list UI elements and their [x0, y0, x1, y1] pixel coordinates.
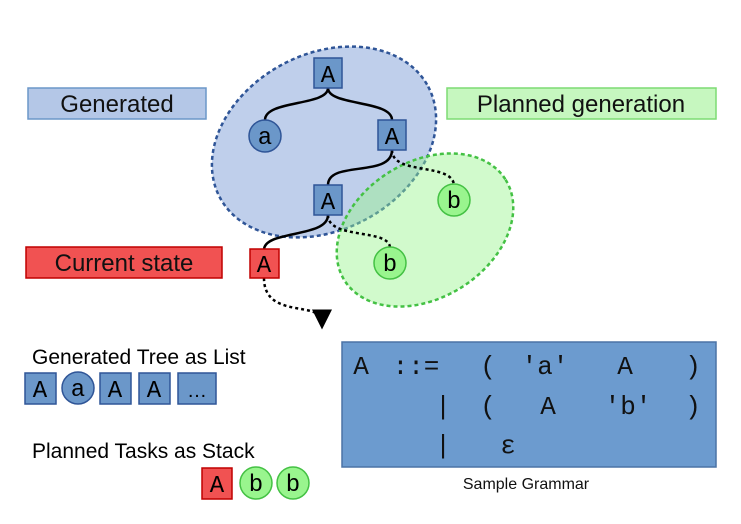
- svg-text:A: A: [257, 253, 272, 280]
- list-item-4: A: [138, 372, 171, 405]
- svg-text:A: A: [210, 473, 225, 500]
- grammar-token: A: [617, 352, 633, 382]
- grammar-token: ::=: [393, 352, 440, 382]
- grammar-token: ): [685, 392, 701, 422]
- list-item-ellipsis: …: [177, 372, 217, 405]
- grammar-token: A: [540, 392, 556, 422]
- grammar-token: A: [353, 352, 369, 382]
- node-left-a: a: [248, 119, 282, 153]
- stack-item-2: b: [239, 466, 273, 500]
- legend-planned: Planned generation: [446, 87, 717, 120]
- grammar-token: |: [435, 431, 451, 461]
- node-current-A: A: [249, 248, 280, 280]
- node-root: A: [313, 57, 343, 90]
- stack-item-3: b: [276, 466, 310, 500]
- legend-current: Current state: [25, 246, 223, 279]
- grammar-box: A ::= ( 'a' A ) | ( A 'b' ) | ε: [341, 341, 717, 468]
- svg-text:…: …: [187, 380, 207, 402]
- grammar-token: (: [480, 352, 496, 382]
- arrow-current-to-grammar: [262, 277, 332, 330]
- list-item-3: A: [99, 372, 132, 405]
- svg-text:A: A: [147, 378, 162, 405]
- grammar-token: 'b': [605, 392, 652, 422]
- svg-text:Planned generation: Planned generation: [477, 91, 685, 118]
- grammar-token: ε: [500, 431, 516, 461]
- stack-item-1: A: [201, 467, 233, 500]
- svg-text:a: a: [71, 377, 85, 404]
- svg-text:A: A: [33, 378, 48, 405]
- svg-text:b: b: [286, 472, 300, 499]
- list-item-1: A: [24, 372, 57, 405]
- svg-text:A: A: [321, 63, 336, 90]
- node-mid-b: b: [373, 246, 407, 280]
- grammar-caption: Sample Grammar: [463, 476, 590, 493]
- grammar-token: 'a': [522, 352, 569, 382]
- svg-text:b: b: [447, 189, 461, 216]
- node-right-b: b: [437, 183, 471, 217]
- edge-root-to-A: [326, 87, 394, 121]
- node-mid-A: A: [313, 184, 343, 217]
- generated-region: [210, 45, 438, 239]
- svg-text:A: A: [108, 378, 123, 405]
- stack-title: Planned Tasks as Stack: [32, 440, 255, 463]
- list-title: Generated Tree as List: [32, 346, 246, 369]
- edge-root-to-a: [263, 87, 330, 121]
- list-item-2: a: [61, 371, 95, 405]
- svg-text:Generated: Generated: [60, 91, 173, 118]
- legend-generated: Generated: [27, 87, 207, 120]
- svg-text:b: b: [383, 252, 397, 279]
- grammar-token: |: [435, 392, 451, 422]
- edge-mid-to-b: [326, 214, 392, 249]
- edge-A-to-b: [390, 149, 456, 187]
- edge-mid-to-current: [262, 214, 330, 251]
- svg-text:Current state: Current state: [55, 250, 194, 277]
- node-right-A: A: [377, 119, 407, 152]
- edge-A-to-A: [326, 149, 394, 186]
- svg-text:a: a: [258, 125, 272, 152]
- svg-text:A: A: [385, 125, 400, 152]
- svg-text:A: A: [321, 190, 336, 217]
- grammar-token: ): [685, 352, 701, 382]
- grammar-token: (: [480, 392, 496, 422]
- svg-text:b: b: [249, 472, 263, 499]
